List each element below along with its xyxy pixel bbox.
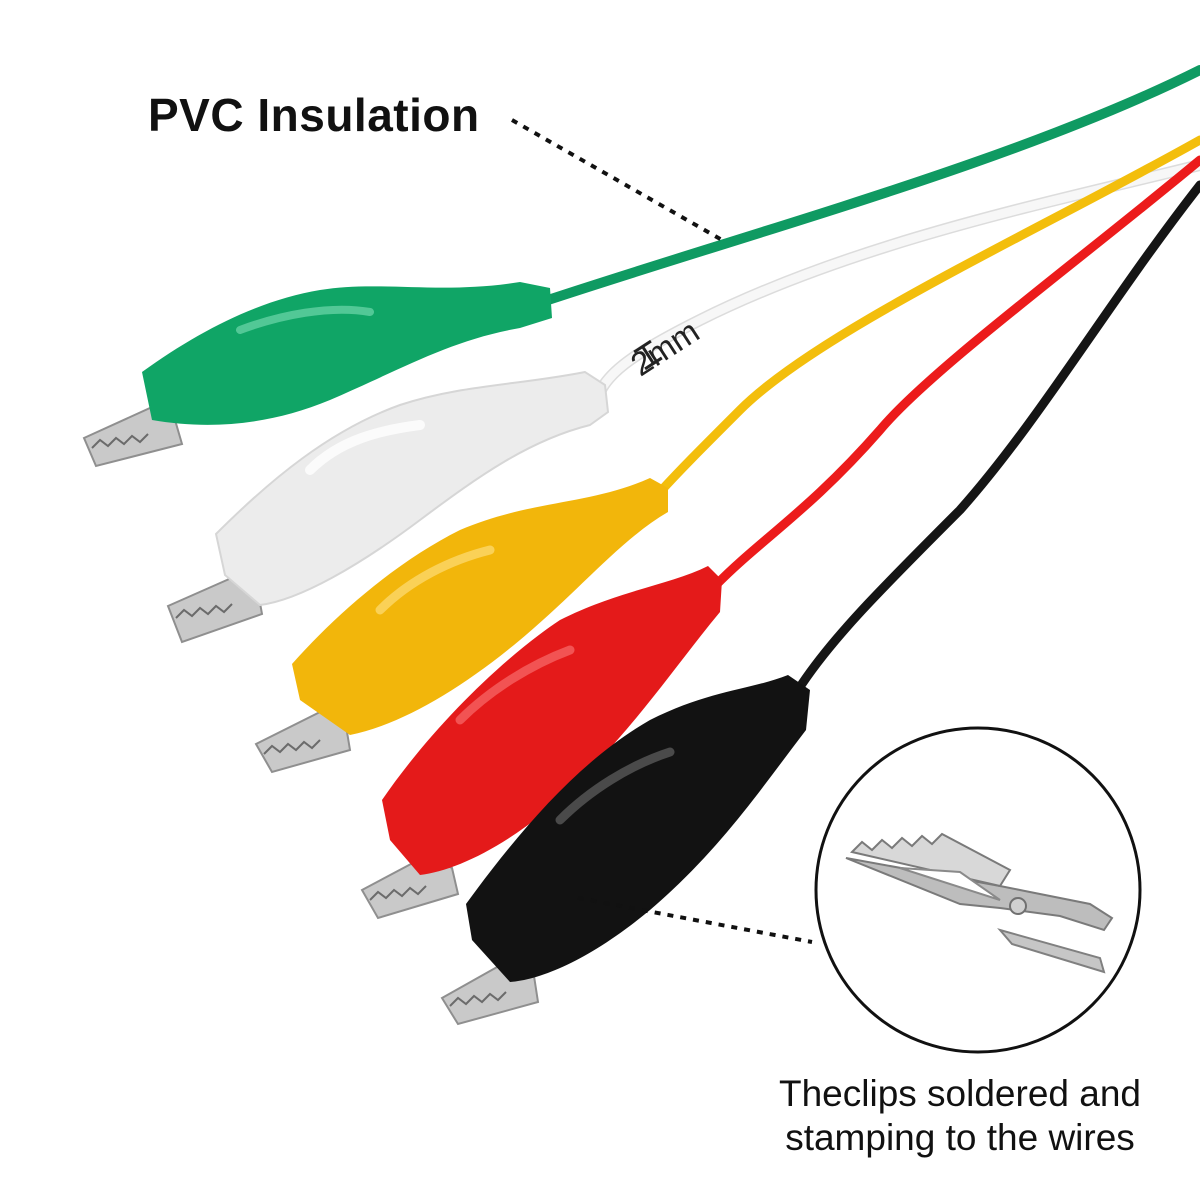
boot-yellow [292,478,668,735]
clip-leader-line [577,896,813,944]
clip-note-line-1: Theclips soldered and [779,1073,1141,1114]
clip-note-line-2: stamping to the wires [785,1117,1135,1158]
clip-note: Theclips soldered and stamping to the wi… [740,1072,1180,1160]
clip-detail-inset [814,726,1142,1054]
diameter-marker [633,339,663,371]
wire-red [711,155,1200,590]
pvc-insulation-label: PVC Insulation [148,89,480,141]
boot-green [142,282,552,425]
insulation-leader-line [511,118,723,242]
wire-white [594,159,1200,398]
boot-red [382,566,722,875]
boot-white [214,370,610,607]
clip-jaw-green [82,406,184,468]
wire-yellow [655,135,1200,497]
wire-green [543,65,1200,305]
clip-jaw-yellow [254,710,352,774]
wire-black [793,180,1200,695]
boot-black [466,675,810,982]
